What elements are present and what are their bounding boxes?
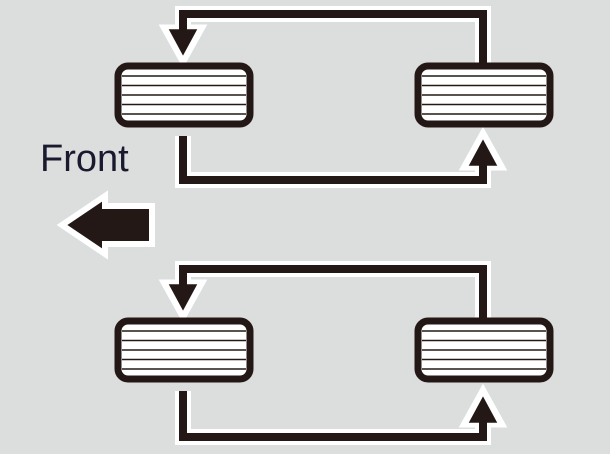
front-label: Front (40, 138, 129, 180)
arrow-rear-left-to-rear-right (175, 383, 508, 445)
arrowhead-up-rear-right (468, 396, 498, 423)
arrow-rear-right-to-rear-left (158, 261, 491, 325)
tire-tread (122, 75, 246, 115)
arrow-front-left-to-front-right (175, 126, 508, 188)
arrowhead-up-front-right (468, 139, 498, 166)
arrow-line-rear-axle (179, 265, 487, 325)
arrowhead-down-top-left (168, 29, 198, 56)
arrow-line-bottom (179, 391, 487, 441)
arrow-line-top (179, 10, 487, 70)
tire-front-right (414, 62, 554, 128)
front-direction-arrow (56, 190, 155, 260)
tire-rear-right (414, 317, 554, 383)
arrowhead-down-rear-left (168, 284, 198, 311)
arrow-line-front-axle (179, 136, 487, 184)
tire-rear-left (114, 317, 254, 383)
arrow-front-right-to-front-left (158, 6, 491, 70)
tire-tread (422, 330, 546, 370)
tire-front-left (114, 62, 254, 128)
tire-tread (422, 75, 546, 115)
tire-tread (122, 330, 246, 370)
front-arrow-shape (56, 190, 155, 260)
